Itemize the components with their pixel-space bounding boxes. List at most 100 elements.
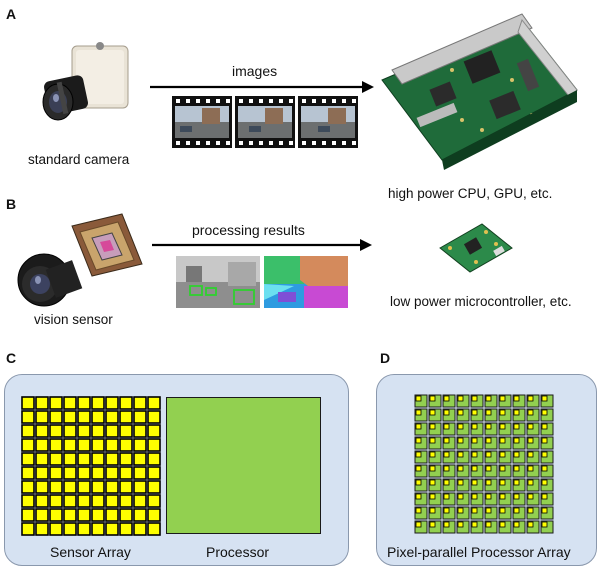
pixel-sensor-cell bbox=[443, 437, 450, 444]
sensor-cell bbox=[91, 452, 105, 466]
sensor-cell bbox=[21, 522, 35, 536]
sensor-array-grid bbox=[21, 396, 161, 536]
pixel-sensor-cell bbox=[485, 437, 492, 444]
sensor-cell bbox=[63, 466, 77, 480]
pixel-sensor-cell bbox=[429, 521, 436, 528]
sensor-cell bbox=[35, 522, 49, 536]
pixel-sensor-cell bbox=[457, 521, 464, 528]
sensor-cell bbox=[147, 480, 161, 494]
sensor-cell bbox=[105, 466, 119, 480]
pixel-sensor-cell bbox=[499, 465, 506, 472]
pixel-sensor-cell bbox=[499, 395, 506, 402]
vision-sensor-label: vision sensor bbox=[34, 312, 113, 327]
pixel-sensor-cell bbox=[415, 465, 422, 472]
sensor-cell bbox=[105, 424, 119, 438]
pixel-sensor-cell bbox=[457, 493, 464, 500]
pixel-sensor-cell bbox=[541, 409, 548, 416]
panel-d-letter: D bbox=[380, 350, 391, 366]
pixel-sensor-cell bbox=[485, 409, 492, 416]
sensor-cell bbox=[35, 438, 49, 452]
standard-camera-label: standard camera bbox=[28, 152, 130, 167]
sensor-array-label: Sensor Array bbox=[50, 544, 131, 560]
sensor-cell bbox=[35, 466, 49, 480]
sensor-cell bbox=[63, 424, 77, 438]
sensor-cell bbox=[105, 508, 119, 522]
sensor-cell bbox=[119, 438, 133, 452]
sensor-cell bbox=[21, 410, 35, 424]
pixel-sensor-cell bbox=[499, 409, 506, 416]
sensor-cell bbox=[63, 494, 77, 508]
sensor-cell bbox=[147, 494, 161, 508]
pixel-sensor-cell bbox=[443, 493, 450, 500]
pixel-sensor-cell bbox=[415, 451, 422, 458]
pixel-sensor-cell bbox=[457, 451, 464, 458]
sensor-cell bbox=[63, 522, 77, 536]
pixel-sensor-cell bbox=[415, 507, 422, 514]
sensor-cell bbox=[63, 438, 77, 452]
panel-a-letter: A bbox=[6, 6, 17, 22]
cpu-board-image bbox=[381, 13, 578, 170]
pixel-sensor-cell bbox=[513, 521, 520, 528]
sensor-cell bbox=[35, 396, 49, 410]
processing-results-arrow bbox=[152, 239, 372, 251]
pixel-sensor-cell bbox=[513, 409, 520, 416]
sensor-cell bbox=[133, 396, 147, 410]
sensor-cell bbox=[105, 410, 119, 424]
sensor-cell bbox=[119, 410, 133, 424]
sensor-cell bbox=[77, 438, 91, 452]
sensor-cell bbox=[77, 396, 91, 410]
sensor-cell bbox=[35, 410, 49, 424]
pixel-sensor-cell bbox=[471, 423, 478, 430]
sensor-cell bbox=[91, 466, 105, 480]
images-arrow-label: images bbox=[232, 63, 278, 79]
pixel-sensor-cell bbox=[457, 395, 464, 402]
pixel-sensor-cell bbox=[541, 451, 548, 458]
pixel-sensor-cell bbox=[513, 451, 520, 458]
pixel-sensor-cell bbox=[457, 437, 464, 444]
sensor-cell bbox=[133, 494, 147, 508]
pixel-sensor-cell bbox=[499, 423, 506, 430]
sensor-cell bbox=[119, 522, 133, 536]
pixel-sensor-cell bbox=[429, 423, 436, 430]
pixel-sensor-cell bbox=[485, 521, 492, 528]
pixel-sensor-cell bbox=[443, 423, 450, 430]
sensor-cell bbox=[77, 522, 91, 536]
sensor-cell bbox=[147, 424, 161, 438]
pixel-sensor-cell bbox=[499, 437, 506, 444]
sensor-cell bbox=[105, 494, 119, 508]
pixel-sensor-cell bbox=[429, 507, 436, 514]
pixel-sensor-cell bbox=[471, 409, 478, 416]
microcontroller-image bbox=[439, 223, 513, 273]
pixel-sensor-cell bbox=[541, 521, 548, 528]
pixel-sensor-cell bbox=[429, 395, 436, 402]
standard-camera-image bbox=[42, 42, 129, 121]
sensor-cell bbox=[49, 494, 63, 508]
sensor-cell bbox=[91, 424, 105, 438]
sensor-cell bbox=[49, 410, 63, 424]
sensor-cell bbox=[21, 480, 35, 494]
vision-sensor-image bbox=[17, 213, 143, 307]
pixel-sensor-cell bbox=[527, 521, 534, 528]
sensor-cell bbox=[77, 494, 91, 508]
sensor-cell bbox=[91, 438, 105, 452]
sensor-cell bbox=[35, 424, 49, 438]
microcontroller-label: low power microcontroller, etc. bbox=[390, 294, 572, 309]
sensor-cell bbox=[21, 438, 35, 452]
pixel-sensor-cell bbox=[415, 521, 422, 528]
sensor-cell bbox=[91, 396, 105, 410]
sensor-cell bbox=[49, 522, 63, 536]
sensor-cell bbox=[49, 438, 63, 452]
pixel-sensor-cell bbox=[457, 423, 464, 430]
pixel-sensor-cell bbox=[443, 409, 450, 416]
pixel-sensor-cell bbox=[513, 465, 520, 472]
sensor-cell bbox=[133, 410, 147, 424]
pixel-sensor-cell bbox=[415, 395, 422, 402]
detection-result-image bbox=[176, 256, 260, 308]
sensor-cell bbox=[147, 508, 161, 522]
sensor-cell bbox=[63, 508, 77, 522]
pixel-sensor-cell bbox=[541, 395, 548, 402]
sensor-cell bbox=[49, 480, 63, 494]
sensor-cell bbox=[77, 466, 91, 480]
pixel-sensor-cell bbox=[485, 451, 492, 458]
sensor-cell bbox=[35, 494, 49, 508]
